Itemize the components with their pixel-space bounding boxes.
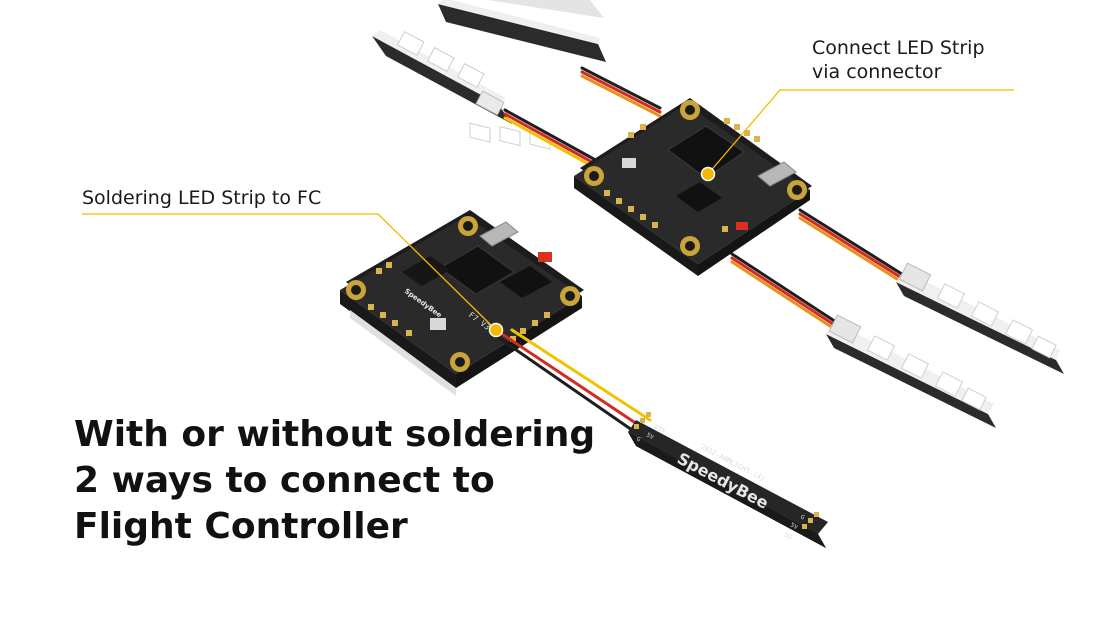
callout-connector: Connect LED Strip via connector: [812, 36, 985, 84]
callout-soldering-leader: [82, 213, 504, 338]
strip-pin-din: DIN: [653, 424, 666, 435]
strip-pin-5v-b: 5V: [789, 522, 799, 532]
headline-line3: Flight Controller: [74, 506, 408, 547]
flight-controller-soldered: F7 V3 SpeedyBee: [340, 210, 584, 396]
callout-soldering-text: Soldering LED Strip to FC: [82, 187, 322, 209]
callout-connector-line2: via connector: [812, 61, 942, 83]
strip-pin-g-a: G: [635, 436, 642, 444]
callout-soldering: Soldering LED Strip to FC: [82, 186, 321, 210]
led-strip-bottom-b: [826, 314, 996, 428]
strip-pin-5v-a: 5V: [645, 432, 655, 442]
soldered-wires: [494, 328, 652, 432]
led-strip-top-b: [372, 30, 512, 124]
callout-connector-line1: Connect LED Strip: [812, 37, 985, 59]
led-strip-top-a: [438, 0, 606, 150]
callout-connector-leader: [700, 89, 1014, 182]
strip-pin-g-b: G: [799, 514, 806, 522]
flight-controller-connector: [574, 98, 812, 276]
led-strip-armlight: SpeedyBee 2812-ARMLIGHT (4) DIN 5V G DO …: [628, 412, 828, 548]
strip-pin-do: DO: [783, 532, 793, 542]
connector-wires-bottom: [730, 208, 907, 332]
headline-line2: 2 ways to connect to: [74, 460, 495, 501]
headline-line1: With or without soldering: [74, 414, 596, 455]
headline: With or without soldering 2 ways to conn…: [74, 412, 595, 550]
led-strip-bottom-a: [896, 262, 1064, 374]
